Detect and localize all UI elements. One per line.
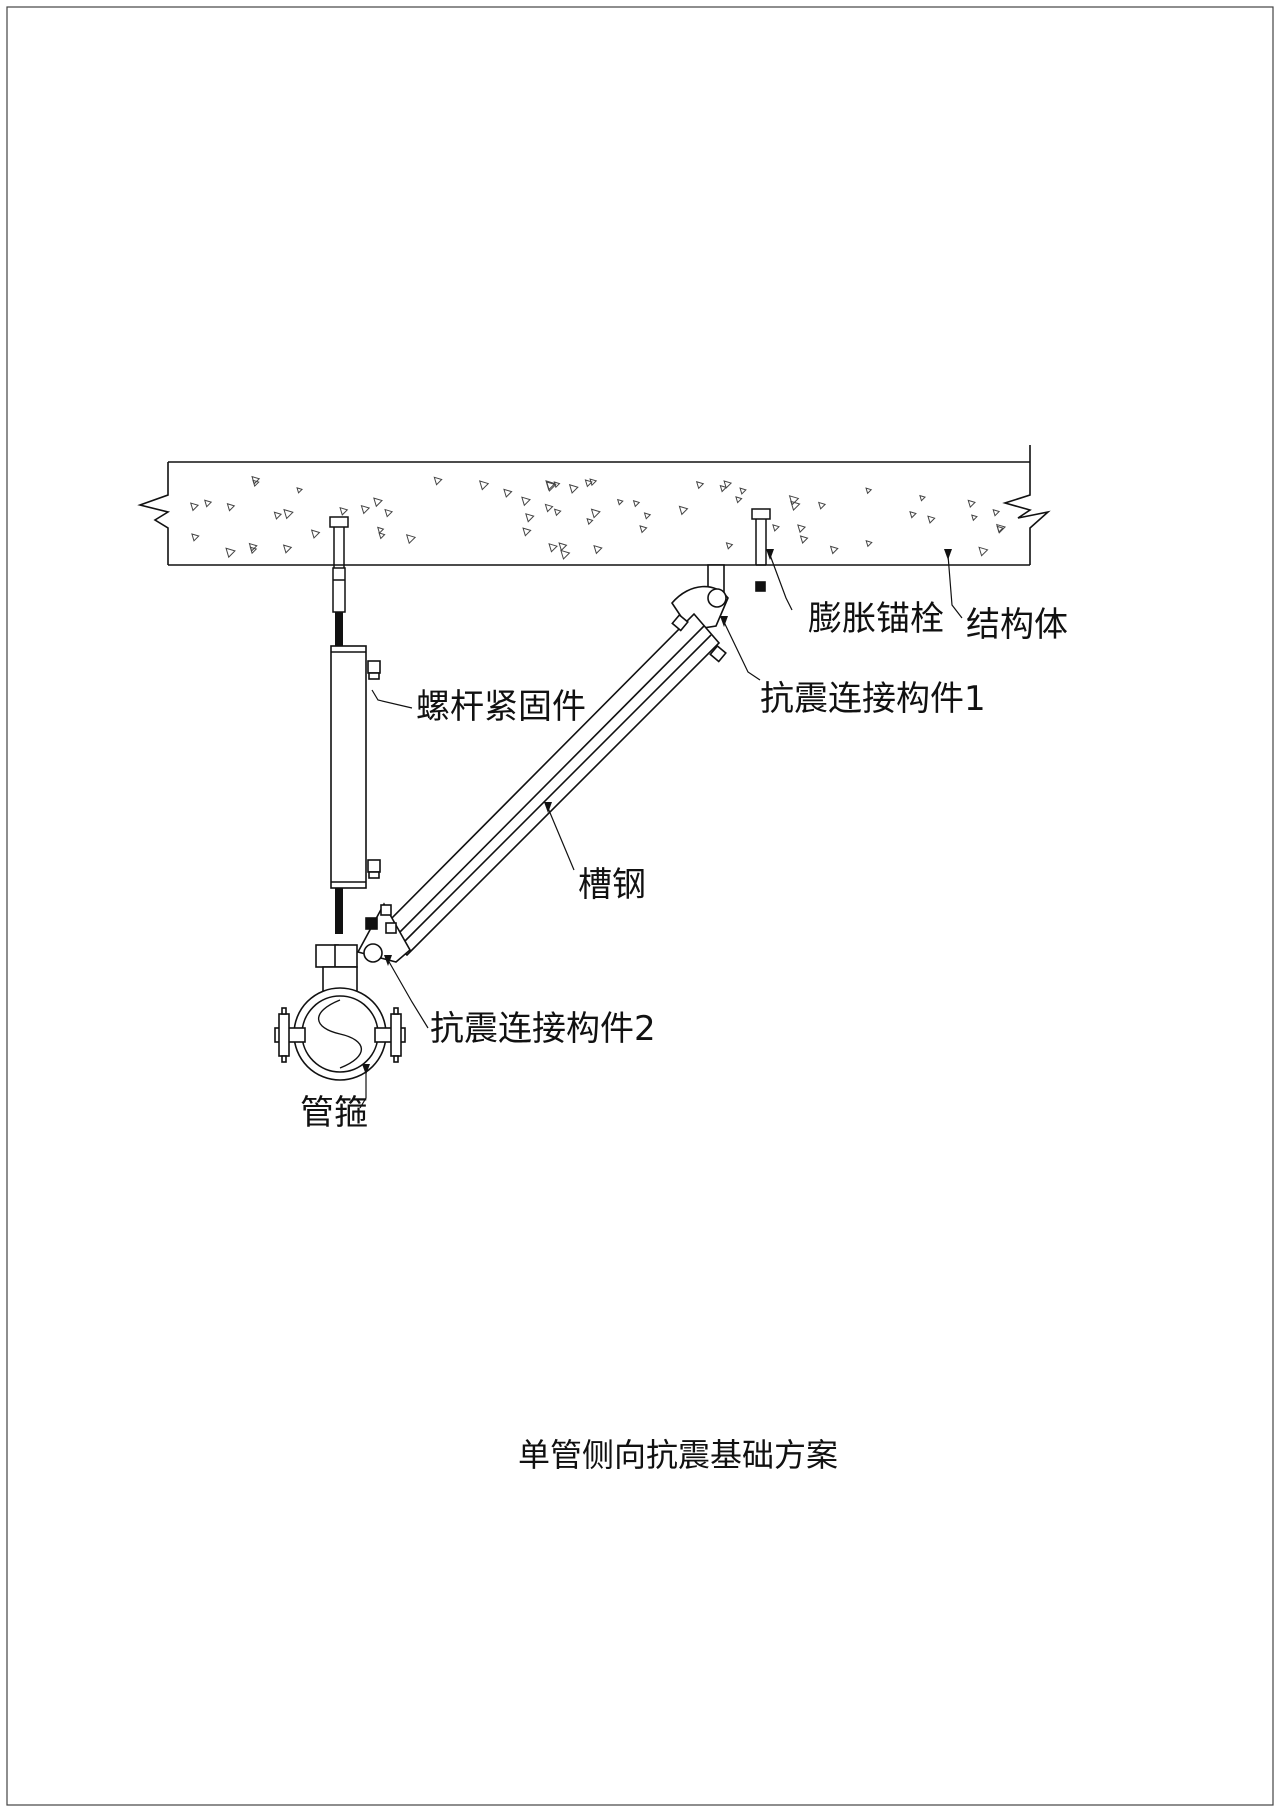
aggregate-mark [735, 496, 743, 504]
aggregate-mark [996, 525, 1004, 533]
pipe-clamp [274, 944, 406, 1081]
aggregate-mark [548, 543, 558, 553]
aggregate-mark [384, 508, 394, 518]
aggregate-mark [992, 509, 1001, 517]
aggregate-mark [544, 503, 554, 513]
aggregate-mark [373, 497, 383, 508]
aggregate-mark [643, 512, 652, 520]
aggregate-mark [503, 488, 513, 498]
label-anchor-bolt: 膨胀锚栓 [808, 599, 944, 639]
aggregate-mark [797, 524, 807, 534]
aggregate-mark [772, 524, 780, 532]
aggregate-mark [725, 542, 734, 550]
aggregate-mark [310, 529, 321, 539]
aggregate-mark [204, 499, 213, 508]
aggregate-mark [378, 532, 386, 540]
aggregate-mark [739, 487, 747, 495]
rod-fastener [330, 645, 381, 889]
aggregate-mark [865, 487, 873, 495]
aggregate-mark [678, 505, 689, 516]
aggregate-mark [919, 494, 926, 502]
aggregate-mark [360, 504, 371, 515]
concrete-slab [137, 445, 1051, 566]
aggregate-mark [522, 527, 532, 537]
drawing-caption: 单管侧向抗震基础方案 [518, 1436, 838, 1474]
aggregate-mark [616, 498, 624, 506]
label-seismic-connector-2: 抗震连接构件2 [430, 1009, 656, 1049]
aggregate-mark [695, 480, 705, 490]
sheet-border [6, 6, 1274, 1806]
leader-lines [359, 554, 963, 1109]
aggregate-mark [967, 499, 976, 509]
aggregate-mark [560, 549, 571, 560]
aggregate-mark [478, 480, 490, 491]
aggregate-mark [568, 484, 579, 494]
right-anchor-bolt [751, 508, 771, 566]
aggregate-mark [252, 479, 260, 488]
aggregate-mark [405, 534, 417, 545]
aggregate-mark [189, 502, 200, 512]
aggregate-mark [829, 545, 839, 555]
aggregate-mark [909, 510, 917, 519]
aggregate-mark [273, 511, 283, 520]
aggregate-mark [525, 513, 535, 523]
label-seismic-connector-1: 抗震连接构件1 [760, 679, 986, 719]
aggregate-mark [817, 501, 827, 510]
aggregate-mark [226, 503, 236, 512]
label-pipe-clamp: 管箍 [300, 1093, 368, 1133]
aggregate-mark [927, 515, 936, 524]
label-structure: 结构体 [966, 605, 1068, 645]
aggregate-mark [191, 533, 200, 542]
aggregate-mark [545, 480, 556, 491]
aggregate-mark [788, 495, 800, 506]
aggregate-mark [586, 517, 594, 526]
aggregate-mark [865, 540, 873, 548]
aggregate-mark [590, 508, 601, 519]
aggregate-mark [584, 479, 593, 488]
aggregate-mark [553, 508, 562, 517]
aggregate-mark [639, 525, 648, 534]
aggregate-mark [593, 544, 603, 555]
label-channel-steel: 槽钢 [578, 865, 646, 905]
channel-steel-brace [378, 612, 727, 957]
aggregate-mark [723, 480, 733, 489]
aggregate-mark [521, 496, 531, 507]
aggregate-mark [971, 514, 978, 522]
seismic-connector-2 [356, 902, 412, 963]
aggregate-mark [790, 500, 801, 512]
concrete-aggregate [189, 475, 1007, 560]
aggregate-mark [339, 506, 349, 516]
aggregate-mark [632, 500, 641, 508]
pipe-center-symbol [318, 999, 362, 1069]
aggregate-mark [799, 535, 809, 544]
label-rod-fastener: 螺杆紧固件 [416, 687, 586, 727]
aggregate-mark [225, 547, 236, 559]
aggregate-mark [978, 546, 989, 557]
aggregate-mark [433, 476, 443, 486]
aggregate-mark [283, 508, 294, 520]
aggregate-mark [282, 544, 293, 554]
aggregate-mark [296, 487, 303, 494]
aggregate-mark [249, 546, 258, 555]
aggregate-mark [377, 526, 385, 534]
seismic-connector-1 [670, 564, 766, 631]
aggregate-mark [719, 484, 728, 493]
leader-arrows [362, 549, 952, 1075]
aggregate-mark [558, 542, 568, 552]
